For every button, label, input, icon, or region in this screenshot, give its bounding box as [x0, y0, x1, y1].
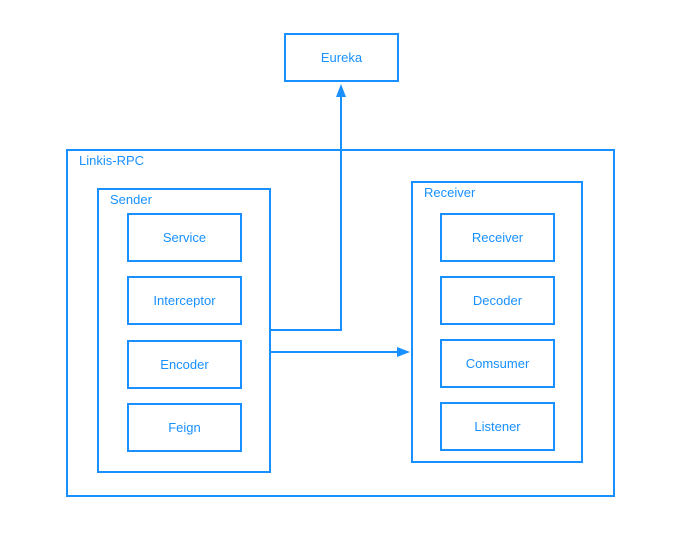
node-listener-label: Listener: [474, 419, 521, 434]
node-eureka-label: Eureka: [320, 50, 363, 65]
node-interceptor: Interceptor: [127, 276, 242, 325]
node-encoder-label: Encoder: [160, 357, 209, 372]
node-encoder: Encoder: [127, 340, 242, 389]
group-sender-label: Sender: [110, 192, 152, 207]
node-receiver-label: Receiver: [471, 230, 524, 245]
node-comsumer-label: Comsumer: [465, 356, 530, 371]
node-feign-label: Feign: [168, 420, 201, 435]
node-comsumer: Comsumer: [440, 339, 555, 388]
node-feign: Feign: [127, 403, 242, 452]
node-decoder-label: Decoder: [472, 293, 523, 308]
node-service: Service: [127, 213, 242, 262]
group-receiver: Receiver Receiver Decoder Comsumer Liste…: [411, 181, 583, 463]
node-decoder: Decoder: [440, 276, 555, 325]
container-linkis-rpc-label: Linkis-RPC: [79, 153, 145, 168]
node-receiver: Receiver: [440, 213, 555, 262]
group-receiver-label: Receiver: [424, 185, 476, 200]
node-service-label: Service: [162, 230, 207, 245]
arrowhead-up-icon: [336, 84, 346, 97]
container-linkis-rpc: Linkis-RPC Sender Service Interceptor En…: [66, 149, 615, 497]
node-listener: Listener: [440, 402, 555, 451]
group-sender: Sender Service Interceptor Encoder Feign: [97, 188, 271, 473]
node-interceptor-label: Interceptor: [153, 293, 216, 308]
node-eureka: Eureka: [284, 33, 399, 82]
